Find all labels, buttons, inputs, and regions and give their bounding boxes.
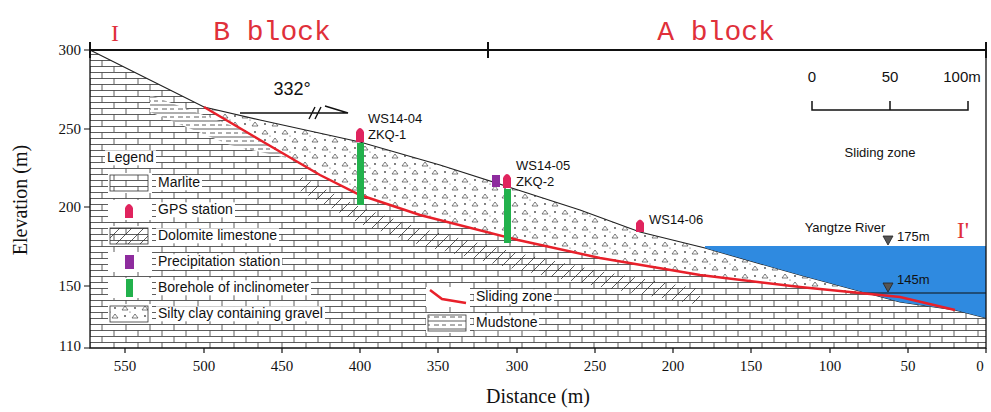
- legend-swatch: [426, 313, 470, 333]
- river-name: Yangtze River: [805, 221, 886, 235]
- axis-tick: 110: [59, 338, 81, 355]
- legend-label: Sliding zone: [474, 289, 554, 304]
- pattern-swatch: [110, 175, 148, 191]
- axis-tick: 150: [740, 358, 763, 375]
- axis-tick: 200: [59, 199, 82, 216]
- precipitation-swatch: [125, 255, 134, 269]
- block-name: A block: [657, 18, 775, 49]
- axis-tick: 500: [193, 358, 216, 375]
- gps-station: [356, 128, 364, 142]
- axis-tick: 250: [59, 121, 82, 138]
- axis-tick: 100: [819, 358, 842, 375]
- axis-tick: 450: [271, 358, 294, 375]
- legend-swatch: [108, 226, 152, 246]
- legend-label: Marlite: [156, 175, 202, 190]
- axis-tick: 350: [427, 358, 450, 375]
- legend-label: GPS station: [156, 202, 235, 217]
- axis-tick: 400: [349, 358, 372, 375]
- scale-value: 50: [882, 69, 899, 86]
- pattern-swatch: [110, 228, 148, 244]
- scale-value: 100m: [943, 69, 981, 86]
- swatch-ground: [108, 252, 152, 272]
- axis-tick: 250: [584, 358, 607, 375]
- borehole-id: ZKQ-2: [516, 175, 554, 189]
- swatch-ground: [426, 313, 470, 333]
- swatch-ground: [108, 173, 152, 193]
- zone-label: Sliding zone: [845, 146, 916, 160]
- axis-frame: [90, 50, 986, 348]
- borehole-swatch: [126, 279, 133, 297]
- borehole-id: ZKQ-1: [368, 128, 406, 142]
- legend-label: Silty clay containing gravel: [156, 306, 325, 321]
- axis-tick: 0: [976, 358, 984, 375]
- axis-ticks: [84, 50, 986, 353]
- station-id: WS14-04: [368, 112, 422, 126]
- ground-surface: [90, 50, 986, 318]
- dip-direction-symbol: [240, 106, 348, 119]
- axis-tick: 300: [506, 358, 529, 375]
- block-name: B block: [213, 18, 331, 49]
- legend-label: Mudstone: [474, 315, 539, 330]
- water-level: 175m: [897, 230, 930, 244]
- sliding-zone-swatch: [430, 290, 466, 303]
- gps-swatch: [125, 204, 133, 218]
- sliding-zone-line: [204, 107, 955, 310]
- water-level: 145m: [897, 273, 930, 287]
- borehole: [357, 143, 364, 205]
- station-id: WS14-06: [649, 213, 703, 227]
- axis-tick: 550: [114, 358, 137, 375]
- swatch-ground: [108, 304, 152, 324]
- swatch-ground: [108, 226, 152, 246]
- section-end: I': [957, 217, 969, 243]
- scale-bar: [812, 101, 968, 110]
- precipitation-station: [492, 175, 500, 187]
- legend-swatch: [426, 287, 470, 307]
- scale-value: 0: [808, 69, 816, 86]
- axis-tick: 150: [59, 278, 82, 295]
- axis-title: Elevation (m): [9, 145, 31, 256]
- bedrock: [90, 50, 986, 348]
- axis-tick: 50: [901, 358, 916, 375]
- gps-station: [503, 174, 511, 188]
- legend-swatch: [108, 173, 152, 193]
- axis-tick: 200: [662, 358, 685, 375]
- legend-swatch: [108, 200, 152, 220]
- legend-swatch: [108, 252, 152, 272]
- legend-swatch: [108, 304, 152, 324]
- legend-label: Borehole of inclinometer: [156, 280, 311, 295]
- swatch-ground: [108, 200, 152, 220]
- legend-title: Legend: [105, 150, 156, 165]
- pattern-swatch: [428, 315, 466, 331]
- water-level-mark: [883, 236, 893, 292]
- station-id: WS14-05: [516, 159, 570, 173]
- swatch-ground: [426, 287, 470, 307]
- legend-swatch: [108, 278, 152, 298]
- borehole: [504, 189, 511, 243]
- dip-direction: 332°: [273, 80, 310, 100]
- gps-station: [636, 220, 644, 233]
- pattern-swatch: [110, 306, 148, 322]
- axis-title: Distance (m): [486, 385, 590, 407]
- axis-tick: 300: [59, 42, 82, 59]
- legend-label: Dolomite limestone: [156, 228, 279, 243]
- section-end: I: [111, 20, 119, 46]
- legend-label: Precipitation station: [156, 254, 282, 269]
- swatch-ground: [108, 278, 152, 298]
